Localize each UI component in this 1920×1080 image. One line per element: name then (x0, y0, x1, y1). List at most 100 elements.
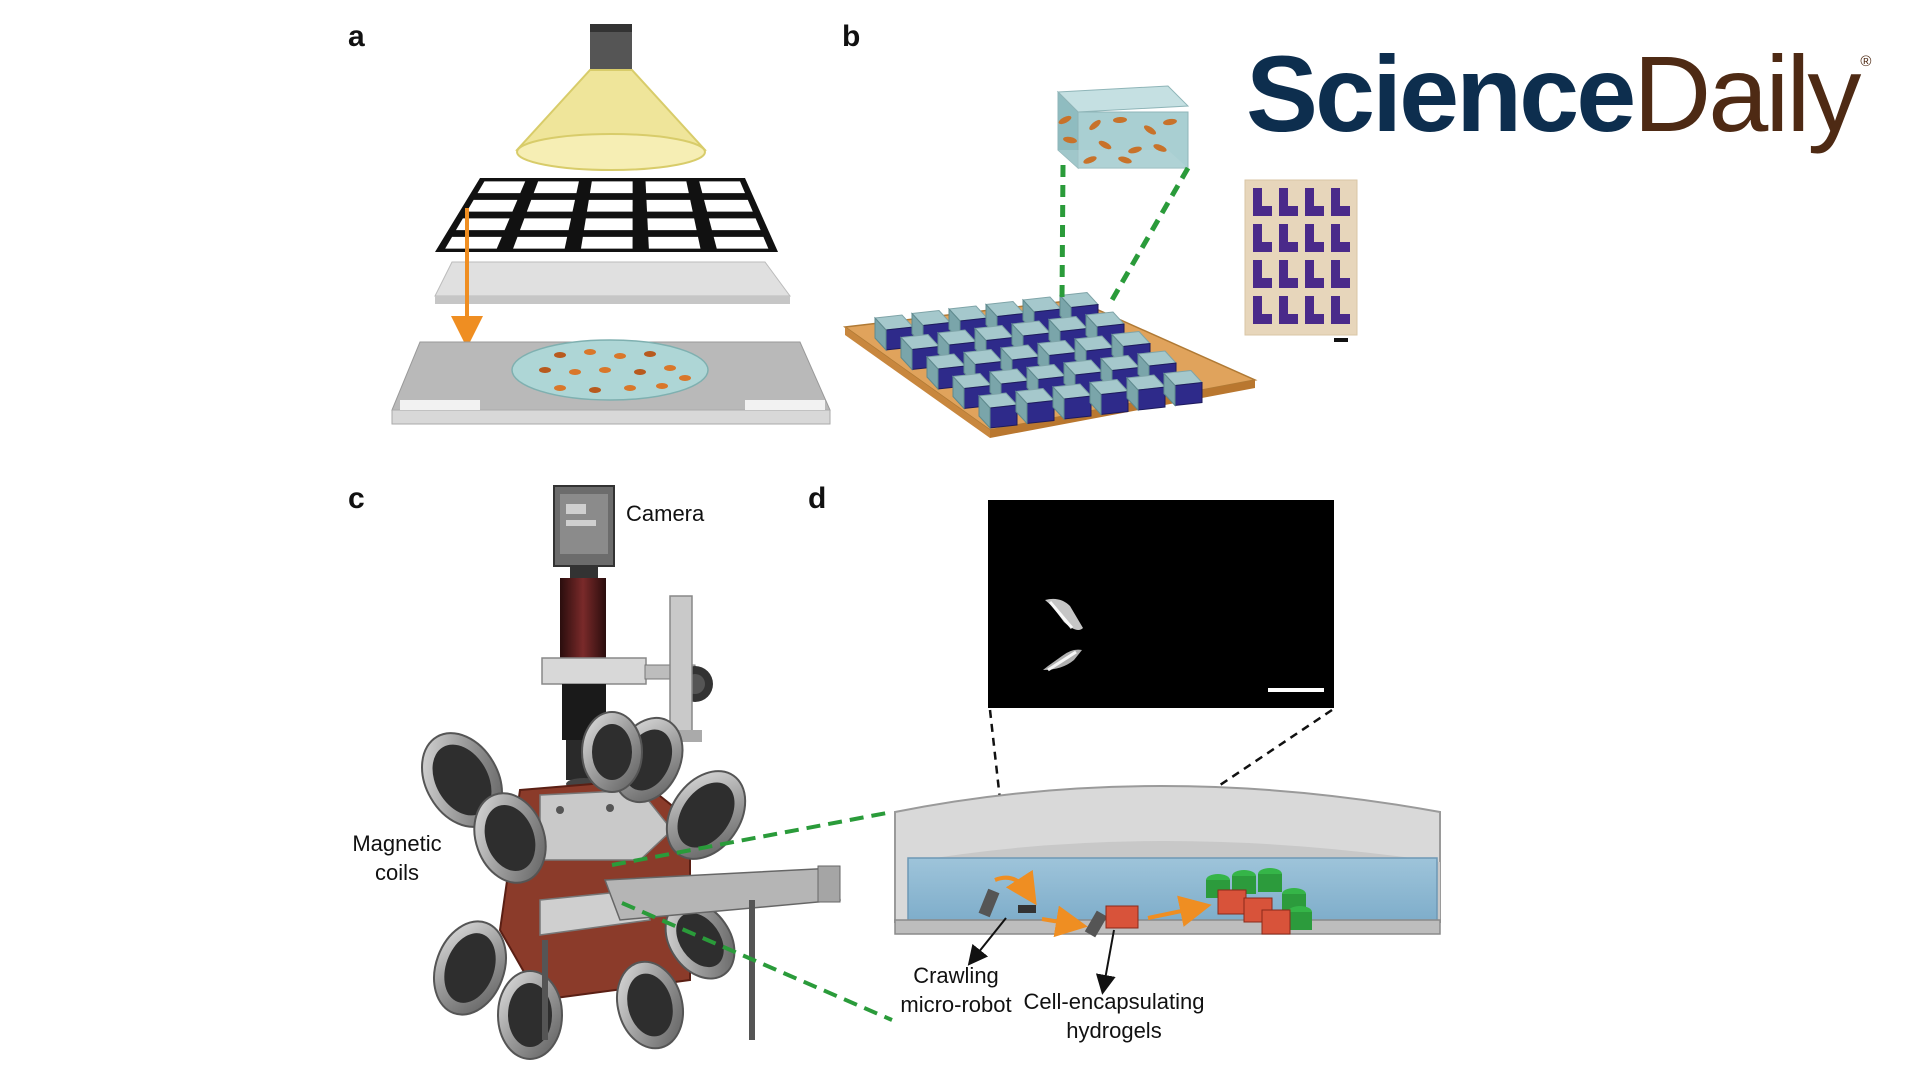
coils-label-line2: coils (374, 859, 419, 885)
cell-dot (539, 367, 551, 373)
photomask-window (477, 181, 526, 194)
motion-arrow-2 (1041, 905, 1088, 938)
l-shaped-hydrogel (1305, 224, 1324, 252)
photomask-window (645, 181, 689, 194)
cell-dot (554, 352, 566, 358)
robot-label-line1: Crawling (913, 963, 999, 988)
motion-arrow-1 (994, 869, 1037, 906)
microscope-arm (669, 595, 693, 733)
panel-c-coil-system (421, 485, 841, 1060)
hydrogel-side (900, 336, 913, 371)
photomask-window (646, 199, 693, 212)
l-shaped-hydrogel (1331, 260, 1350, 288)
cell-dot (664, 365, 676, 371)
l-shaped-hydrogel (1331, 188, 1350, 216)
photomask-window (699, 181, 746, 194)
panel-d-letter: d (808, 482, 827, 515)
cube-cell (1128, 146, 1142, 154)
hydrogel-front (1026, 399, 1055, 425)
photomask-window (708, 218, 761, 231)
hydrogel-front (1100, 390, 1129, 416)
hydrogel-cube-zoom-icon (1056, 85, 1190, 170)
hydrogel-label: Cell-encapsulating hydrogels (1018, 988, 1210, 1045)
l-shaped-hydrogel (1253, 224, 1272, 252)
panel-b-letter: b (842, 20, 861, 53)
cell-dot (584, 349, 596, 355)
panel-d-assembly (894, 500, 1441, 995)
micro-robot-crawling (1018, 905, 1036, 913)
l-shaped-hydrogel (1305, 296, 1324, 324)
hydrogel-array-icon (873, 291, 1204, 430)
photomask-window (580, 236, 633, 249)
scale-bar-d (1268, 688, 1324, 692)
l-shaped-hydrogel (1279, 188, 1298, 216)
coils-label-line1: Magnetic (352, 831, 442, 856)
fluorescence-image-icon (988, 500, 1334, 708)
cell-dot (569, 369, 581, 375)
l-shaped-hydrogel (1279, 224, 1298, 252)
photomask-window (519, 218, 572, 231)
photomask-window (526, 199, 576, 212)
coil-bore (592, 724, 632, 780)
cube-cell (1058, 115, 1072, 125)
cells-icon (539, 349, 691, 393)
cell-dot (656, 383, 668, 389)
panel-b-hydrogel-array (842, 85, 1358, 438)
camera-icon (553, 485, 615, 578)
l-shaped-hydrogel (1305, 260, 1324, 288)
photomask-window (533, 181, 579, 194)
coil-bore (627, 973, 673, 1037)
hydrogel-red-body (1217, 889, 1247, 915)
hydrogel-front (989, 404, 1018, 429)
hydrogel-side (874, 316, 887, 352)
hydrogel-red-body (1261, 909, 1291, 935)
cube-cell (1083, 156, 1097, 164)
l-shaped-hydrogel (1331, 224, 1350, 252)
zoom-line-c-bottom (621, 901, 893, 1022)
hydrogel-side (1052, 385, 1065, 421)
panel-a-setup (391, 24, 831, 425)
l-shaped-hydrogel (1305, 188, 1324, 216)
cell-dot (599, 367, 611, 373)
coil-bore (508, 983, 552, 1047)
photomask-window (586, 199, 633, 212)
cube-cell (1163, 118, 1177, 126)
hydrogel-side (978, 394, 991, 430)
cube-cell (1063, 136, 1077, 144)
l-shaped-hydrogel (1279, 296, 1298, 324)
hydrogel-label-line2: hydrogels (1066, 1017, 1162, 1043)
l-shaped-hydrogel (1279, 260, 1298, 288)
photomask-icon (435, 178, 778, 252)
cell-dot (679, 375, 691, 381)
callout-arrow-robot (967, 917, 1007, 966)
l-shaped-hydrogel (1253, 260, 1272, 288)
cell-dot (624, 385, 636, 391)
photomask-window (583, 218, 633, 231)
hydrogel-side (1126, 376, 1139, 412)
photomask-window (713, 236, 769, 249)
cell-dot (589, 387, 601, 393)
hydrogel-red-block (1105, 905, 1139, 929)
l-shaped-hydrogel (1331, 296, 1350, 324)
l-shaped-hydrogel (1253, 188, 1272, 216)
cube-cell (1118, 156, 1132, 164)
photomask-window (455, 218, 510, 231)
photomask-window (589, 181, 633, 194)
crawling-robot-label: Crawling micro-robot (894, 962, 1018, 1019)
hydrogel-side (926, 355, 939, 391)
cube-cell (1153, 144, 1167, 152)
panel-c-letter: c (348, 482, 365, 515)
magnetic-coils-label: Magnetic coils (342, 830, 452, 887)
cube-cell (1098, 140, 1112, 150)
cube-cell (1113, 116, 1127, 124)
hydrogel-label-line1: Cell-encapsulating (1023, 989, 1205, 1014)
hydrogel-assembly-icon (1206, 868, 1312, 935)
photomask-windows (445, 181, 769, 249)
cell-dot (614, 353, 626, 359)
brand-science: Science (1246, 33, 1636, 154)
coil-bore (484, 805, 536, 871)
brand-registered-mark: ® (1860, 53, 1871, 70)
photomask-window (704, 199, 753, 212)
scale-bar-b (1334, 338, 1348, 342)
